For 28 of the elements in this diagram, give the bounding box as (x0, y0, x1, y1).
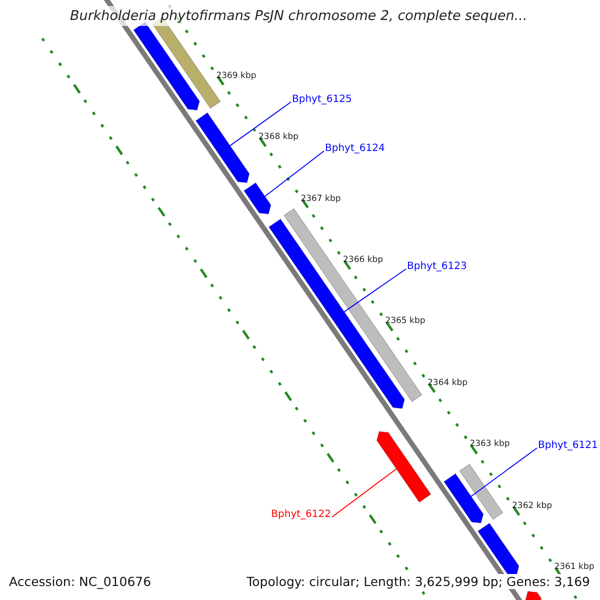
scale-label: 2366 kbp (343, 255, 384, 265)
scale-label: 2369 kbp (216, 70, 256, 80)
scale-label: 2364 kbp (428, 378, 468, 388)
leader-line (230, 102, 292, 146)
scale-label: 2362 kbp (512, 500, 552, 511)
gene-label: Bphyt_6125 (292, 94, 352, 105)
leader-line (470, 448, 538, 497)
scale-label: 2368 kbp (258, 132, 299, 142)
gene-feature (443, 473, 484, 524)
gene-feature (376, 431, 432, 503)
gene-label: Bphyt_6121 (538, 440, 598, 451)
summary-label: Topology: circular; Length: 3,625,999 bp; Genes: 3,169 (246, 574, 590, 589)
feature-bar (459, 464, 504, 520)
gene-feature (477, 522, 520, 576)
accession-label: Accession: NC_010676 (9, 574, 152, 589)
gene-feature (195, 112, 250, 184)
scale-label: 2367 kbp (300, 194, 341, 204)
leader-line (344, 268, 406, 312)
leader-line (264, 150, 324, 197)
gene-label: Bphyt_6123 (407, 261, 467, 272)
scale-label: 2363 kbp (470, 439, 510, 450)
leader-line (332, 468, 397, 518)
scale-label: 2361 kbp (554, 562, 594, 572)
gene-label: Bphyt_6122 (271, 509, 331, 520)
scale-label: 2365 kbp (385, 316, 426, 326)
gene-feature (243, 182, 272, 214)
gene-label: Bphyt_6124 (325, 143, 385, 154)
gene-feature (268, 218, 405, 409)
